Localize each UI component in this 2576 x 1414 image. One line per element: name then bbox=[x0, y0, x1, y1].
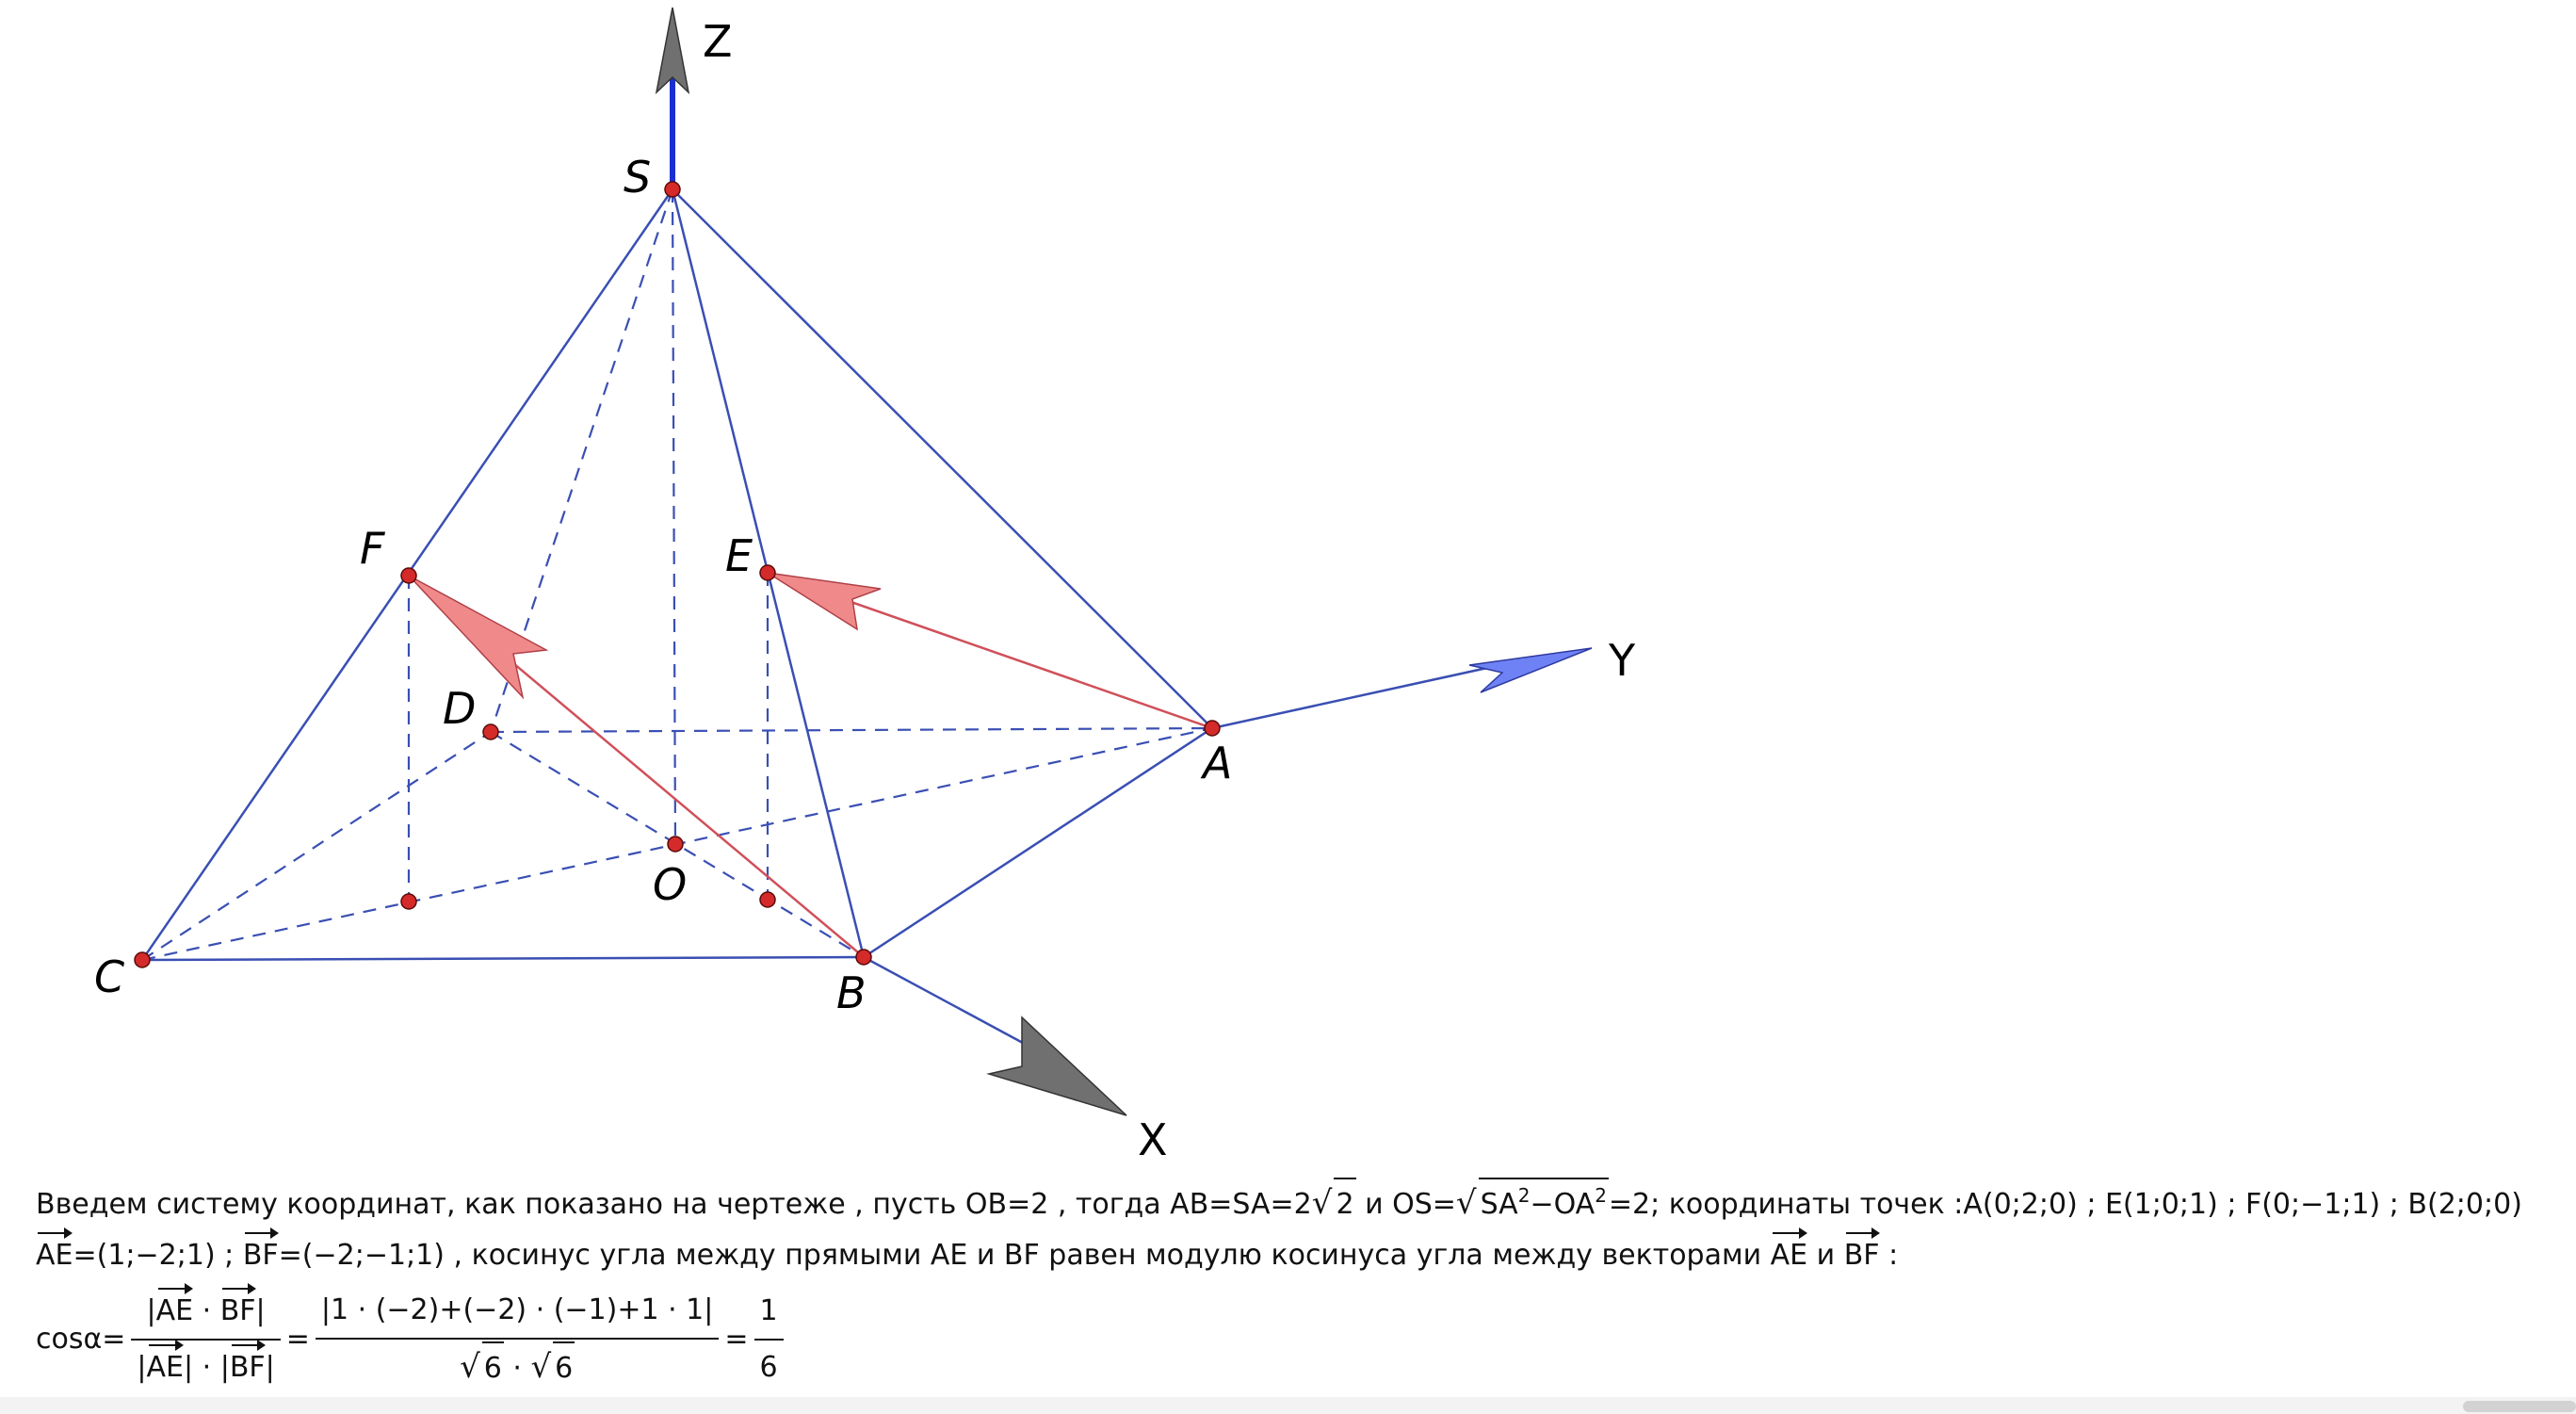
sqrt-2: 2 bbox=[1334, 1178, 1356, 1230]
fraction-3-denominator: 6 bbox=[759, 1351, 778, 1384]
axis-label-z: Z bbox=[703, 16, 733, 67]
horizontal-scrollbar[interactable] bbox=[0, 1397, 2576, 1414]
label-A: A bbox=[1200, 738, 1232, 788]
edge-SO bbox=[671, 188, 677, 845]
vec-ae-4: AE bbox=[147, 1340, 185, 1393]
arrowhead-Z bbox=[655, 7, 690, 95]
sqrt-sign-3: √ bbox=[460, 1348, 480, 1386]
frac1-den-a: | bbox=[137, 1351, 147, 1384]
vec-ae: AE bbox=[36, 1227, 73, 1281]
label-E: E bbox=[725, 530, 753, 581]
arrowhead-Y bbox=[1468, 647, 1593, 693]
frac1-dot: · bbox=[193, 1294, 220, 1327]
diag-DB bbox=[490, 731, 865, 958]
label-S: S bbox=[624, 152, 651, 203]
exp-2: 2 bbox=[1595, 1184, 1607, 1207]
edge-CB bbox=[141, 955, 865, 962]
y-axis-line bbox=[1211, 658, 1527, 730]
cos-formula: cosα= |AE · BF| |AE| · |BF| = |1 · (−2)+… bbox=[36, 1283, 2560, 1394]
text-line1-b: и OS= bbox=[1355, 1188, 1456, 1221]
edge-DA bbox=[490, 726, 1213, 734]
fraction-3: 1 6 bbox=[753, 1286, 784, 1393]
edge-SA bbox=[672, 188, 1213, 729]
fraction-1: |AE · BF| |AE| · |BF| bbox=[131, 1283, 281, 1393]
label-B: B bbox=[836, 967, 867, 1018]
vec-bf: BF bbox=[243, 1227, 279, 1281]
text-oa: −OA bbox=[1530, 1188, 1596, 1221]
point-S bbox=[664, 181, 681, 198]
text-line1-a: Введем систему координат, как показано н… bbox=[36, 1188, 1312, 1221]
fraction-2: |1 · (−2)+(−2) · (−1)+1 · 1| √6 · √6 bbox=[315, 1285, 720, 1394]
text-line2-b: =(−2;−1;1) , косинус угла между прямыми … bbox=[278, 1239, 1771, 1272]
sqrt-sign-2: √ bbox=[1455, 1184, 1477, 1222]
vec-bf-4: BF bbox=[230, 1340, 266, 1393]
equals-2: = bbox=[724, 1323, 749, 1356]
fraction-3-numerator: 1 bbox=[753, 1286, 784, 1341]
solution-line-1: Введем систему координат, как показано н… bbox=[36, 1178, 2560, 1230]
label-C: C bbox=[94, 951, 124, 1002]
point-F bbox=[400, 567, 417, 584]
solid-edges bbox=[140, 188, 1527, 1057]
x-axis-line bbox=[863, 955, 1046, 1057]
scrollbar-thumb[interactable] bbox=[2463, 1401, 2576, 1412]
label-D: D bbox=[443, 683, 476, 734]
frac1-den-b: | · | bbox=[183, 1351, 230, 1384]
point-E bbox=[759, 564, 776, 581]
fraction-2-numerator: |1 · (−2)+(−2) · (−1)+1 · 1| bbox=[315, 1285, 720, 1340]
vec-bf-2: BF bbox=[1844, 1227, 1880, 1281]
point-O bbox=[667, 836, 684, 853]
cos-label: cosα= bbox=[36, 1323, 126, 1356]
vec-ae-2: AE bbox=[1771, 1227, 1808, 1281]
point-A bbox=[1204, 720, 1221, 737]
label-O: O bbox=[653, 859, 687, 910]
point-D bbox=[482, 723, 499, 740]
points bbox=[134, 181, 1221, 968]
solution-text: Введем систему координат, как показано н… bbox=[36, 1178, 2560, 1394]
sqrt-os: SA2−OA2 bbox=[1478, 1178, 1609, 1230]
pyramid-diagram: Z Y X S F E D A O C B bbox=[94, 7, 1636, 1165]
fraction-1-numerator: |AE · BF| bbox=[131, 1283, 281, 1341]
sqrt-6a: 6 bbox=[481, 1341, 504, 1394]
text-line2-a: =(1;−2;1) ; bbox=[73, 1239, 243, 1272]
arrowhead-AE bbox=[767, 572, 882, 631]
vec-bf-3: BF bbox=[220, 1283, 256, 1337]
text-sa: SA bbox=[1480, 1188, 1518, 1221]
solution-line-2: AE=(1;−2;1) ; BF=(−2;−1;1) , косинус угл… bbox=[36, 1227, 2560, 1281]
sqrt-sign-4: √ bbox=[530, 1348, 552, 1386]
frac1-den-c: | bbox=[265, 1351, 275, 1384]
frac1-bar-a: | bbox=[146, 1294, 156, 1327]
text-line1-c: =2; координаты точек :A(0;2;0) ; E(1;0;1… bbox=[1608, 1188, 2522, 1221]
point-E-proj bbox=[759, 891, 776, 908]
point-B bbox=[855, 949, 872, 966]
vectors bbox=[408, 571, 1213, 958]
edge-BA bbox=[863, 726, 1213, 959]
vec-ae-3: AE bbox=[156, 1283, 194, 1337]
equals-1: = bbox=[285, 1323, 310, 1356]
point-F-proj bbox=[400, 893, 417, 910]
sqrt-6b: 6 bbox=[553, 1341, 575, 1394]
text-and: и bbox=[1807, 1239, 1844, 1272]
fraction-2-denominator: √6 · √6 bbox=[316, 1340, 719, 1394]
exp-1: 2 bbox=[1517, 1184, 1531, 1207]
edge-CD bbox=[141, 731, 492, 961]
arrowhead-BF bbox=[408, 575, 549, 700]
frac1-bar-c: | bbox=[255, 1294, 266, 1327]
frac2-dot: · bbox=[503, 1352, 531, 1385]
fraction-1-denominator: |AE| · |BF| bbox=[131, 1340, 280, 1393]
point-C bbox=[134, 951, 151, 968]
sqrt-sign: √ bbox=[1311, 1184, 1333, 1222]
axis-label-y: Y bbox=[1608, 635, 1636, 686]
arrowhead-X bbox=[986, 1016, 1127, 1116]
label-F: F bbox=[360, 523, 385, 574]
text-line2-end: : bbox=[1879, 1239, 1899, 1272]
axis-label-x: X bbox=[1138, 1114, 1168, 1165]
